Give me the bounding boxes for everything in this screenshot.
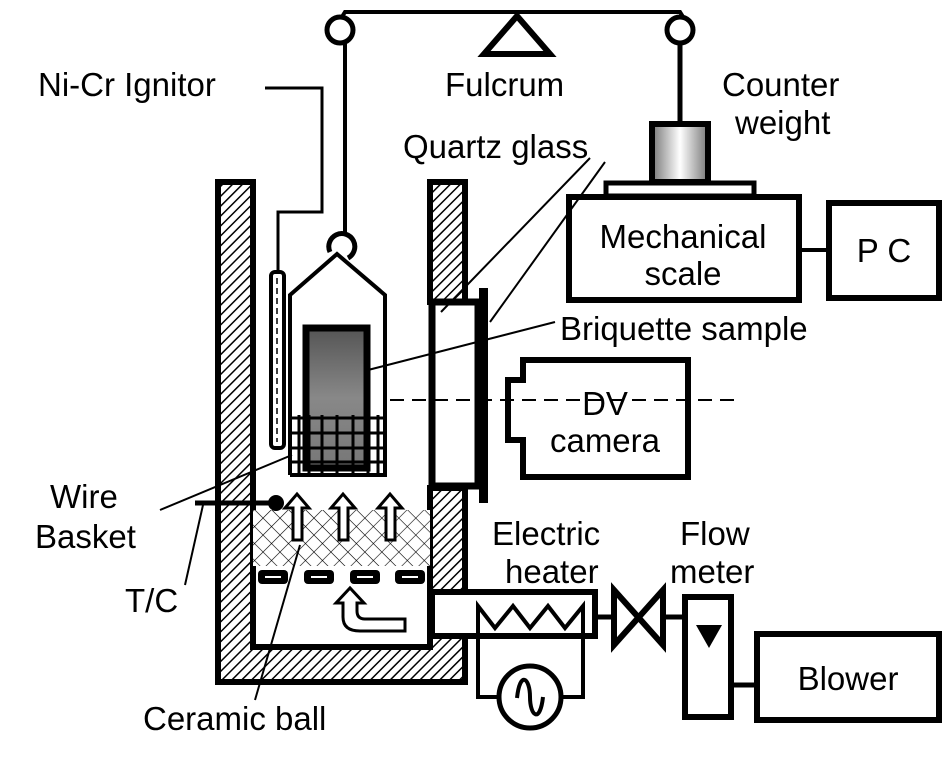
distributor-plates xyxy=(258,570,425,584)
fulcrum-label: Fulcrum xyxy=(445,66,564,103)
leader-lines xyxy=(159,157,606,701)
ceramic-ball-label: Ceramic ball xyxy=(143,700,326,737)
tc-label: T/C xyxy=(125,582,178,619)
valve-icon xyxy=(611,582,666,653)
wire-basket-label-2: Basket xyxy=(35,518,136,555)
flow-meter-label-1: Flow xyxy=(680,515,750,552)
pc-box xyxy=(826,200,942,301)
briquette-sample-label: Briquette sample xyxy=(560,310,808,347)
wire-basket-label-1: Wire xyxy=(50,478,118,515)
counter-weight-label-1: Counter xyxy=(722,66,839,103)
thermocouple xyxy=(184,495,284,586)
sample-holder xyxy=(288,40,387,477)
right-pulley-icon xyxy=(664,14,696,46)
quartz-glass-window xyxy=(428,298,482,490)
mechanical-scale-box xyxy=(566,194,802,303)
flow-meter-label-2: meter xyxy=(670,553,754,590)
ni-cr-ignitor xyxy=(265,86,324,450)
scale-assembly xyxy=(566,42,942,303)
counter-weight-label-2: weight xyxy=(734,104,830,141)
blower-box xyxy=(754,631,942,723)
electric-heater-label-2: heater xyxy=(505,553,599,590)
pc-label: P C xyxy=(857,232,911,269)
upflow-arrow-icons xyxy=(281,491,406,542)
dv-camera xyxy=(390,357,735,480)
mechanical-scale-label-2: scale xyxy=(644,255,721,292)
fulcrum-triangle-icon xyxy=(477,11,557,57)
counter-weight xyxy=(649,121,711,185)
inflow-arrow-icon xyxy=(332,585,407,633)
quartz-glass-label: Quartz glass xyxy=(403,128,588,165)
electric-heater-label-1: Electric xyxy=(492,515,600,552)
blower-label: Blower xyxy=(798,660,899,697)
ignitor-label: Ni-Cr Ignitor xyxy=(38,66,216,103)
flow-meter xyxy=(682,594,734,720)
dv-camera-label-1: DV xyxy=(582,385,628,422)
balance-beam xyxy=(324,10,696,57)
hook-icon xyxy=(326,231,358,261)
mechanical-scale-label-1: Mechanical xyxy=(600,218,767,255)
electric-heater xyxy=(429,589,598,731)
wire-basket-mesh xyxy=(292,415,383,475)
dv-camera-label-2: camera xyxy=(550,422,661,459)
left-pulley-icon xyxy=(324,14,356,46)
